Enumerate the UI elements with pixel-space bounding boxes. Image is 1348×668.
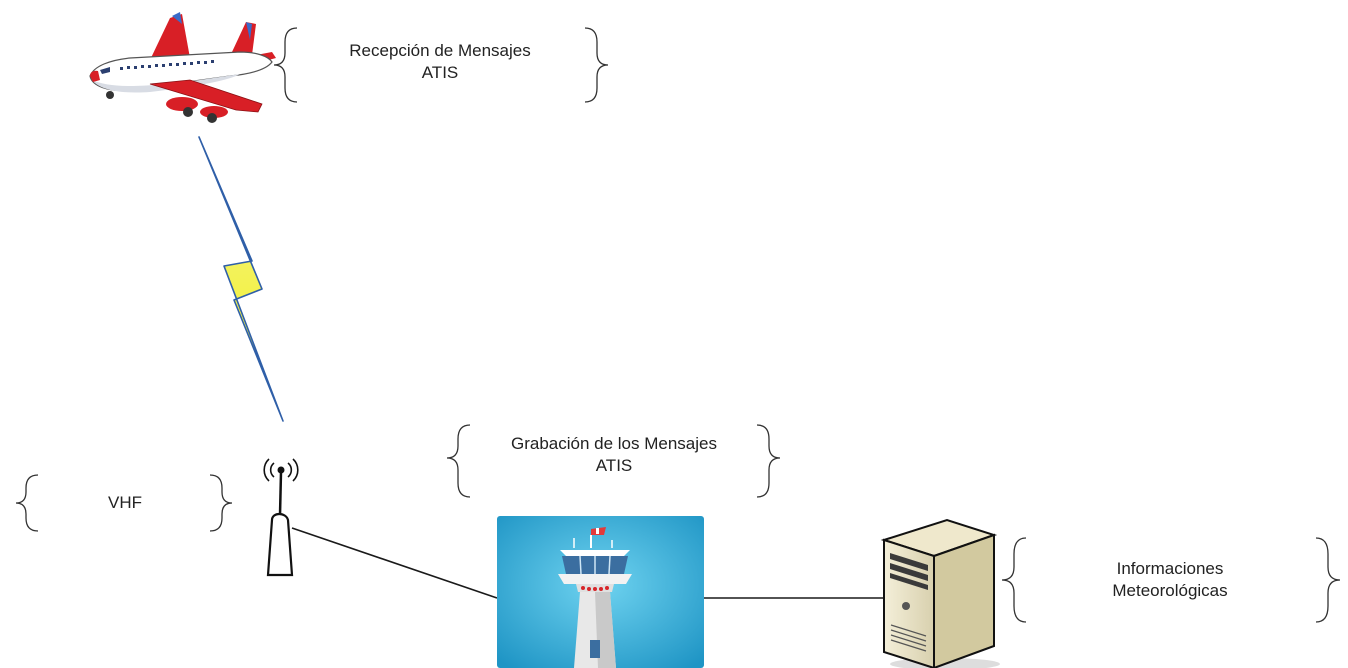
antenna-tower-connector [291, 527, 498, 599]
tower-label-line1: Grabación de los Mensajes [510, 434, 717, 453]
server-label-line2: Meteorológicas [1112, 581, 1228, 600]
right-brace [1315, 537, 1341, 623]
right-brace [584, 27, 609, 103]
vhf-label: VHF [60, 492, 190, 514]
right-brace [756, 424, 781, 498]
aircraft-label-line1: Recepción de Mensajes [349, 41, 531, 60]
lightning-bolt-icon [198, 136, 284, 422]
annotation-braces [15, 27, 1341, 623]
vhf-label-text: VHF [108, 493, 142, 512]
left-brace [446, 424, 471, 498]
left-brace [273, 27, 298, 103]
server-computer-icon [880, 518, 1000, 668]
right-brace [209, 474, 233, 532]
left-brace [15, 474, 39, 532]
airplane-icon [89, 12, 276, 123]
left-brace [1001, 537, 1027, 623]
server-label: Informaciones Meteorológicas [1060, 558, 1280, 602]
tower-label: Grabación de los Mensajes ATIS [468, 433, 760, 477]
vhf-antenna-icon [263, 458, 299, 577]
aircraft-label-line2: ATIS [421, 63, 459, 82]
server-label-line1: Informaciones [1116, 559, 1224, 578]
tower-label-line2: ATIS [595, 456, 633, 475]
control-tower-icon [497, 516, 704, 668]
aircraft-label: Recepción de Mensajes ATIS [298, 40, 582, 84]
